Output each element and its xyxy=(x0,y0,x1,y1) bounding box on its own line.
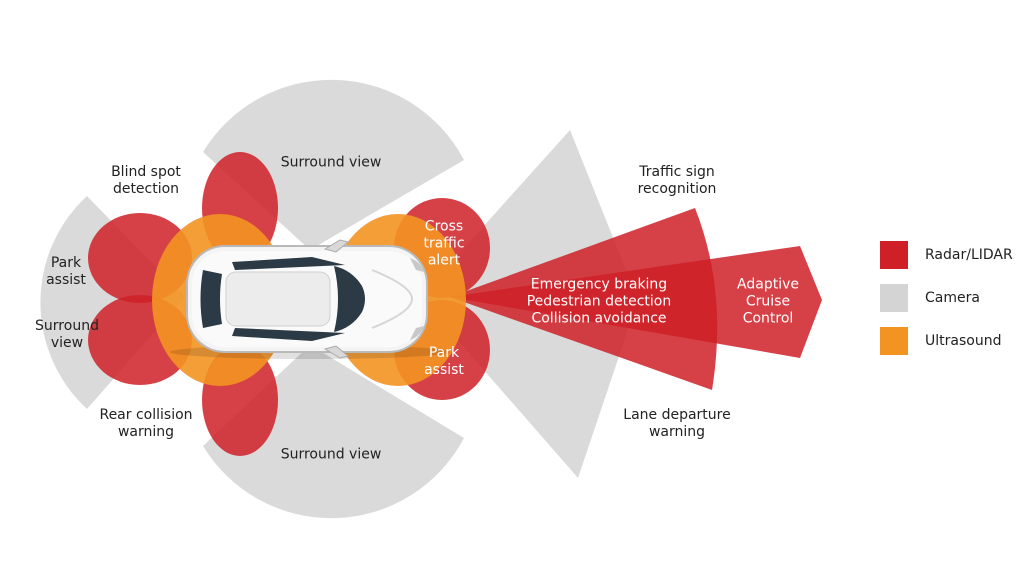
side-window-bottom xyxy=(232,328,345,341)
label-park-assist-left: Park assist xyxy=(46,255,86,288)
label-park-assist-right: Park assist xyxy=(424,345,464,378)
legend-label-radar: Radar/LIDAR xyxy=(925,247,1013,263)
legend-swatch-camera xyxy=(880,284,908,312)
side-window-top xyxy=(232,257,345,270)
radar-zone-adaptive-cruise xyxy=(450,246,822,358)
legend-swatch-radar xyxy=(880,241,908,269)
legend-item-radar: Radar/LIDAR xyxy=(880,241,1013,269)
rear-window xyxy=(200,270,222,328)
label-traffic-sign-recognition: Traffic sign recognition xyxy=(637,164,717,197)
car-top-view xyxy=(170,239,450,359)
headlight-top xyxy=(410,258,424,272)
mirror-bottom xyxy=(323,345,350,359)
legend-label-camera: Camera xyxy=(925,290,980,306)
legend-swatch-ultrasound xyxy=(880,327,908,355)
label-surround-view-top: Surround view xyxy=(280,154,382,171)
label-lane-departure-warning: Lane departure warning xyxy=(623,407,731,440)
label-blind-spot-detection: Blind spot detection xyxy=(111,164,181,197)
headlight-bottom xyxy=(410,326,424,340)
label-emergency-braking: Emergency braking Pedestrian detection C… xyxy=(526,276,672,327)
legend-item-ultrasound: Ultrasound xyxy=(880,327,1001,355)
label-surround-view-bottom: Surround view xyxy=(280,446,382,463)
legend-item-camera: Camera xyxy=(880,284,980,312)
roof xyxy=(225,271,331,327)
windshield xyxy=(334,266,365,332)
mirror-top xyxy=(323,239,350,253)
label-surround-view-left: Surround view xyxy=(35,318,99,351)
hood-line xyxy=(371,269,414,329)
label-rear-collision-warning: Rear collision warning xyxy=(99,407,193,440)
label-cross-traffic-alert: Cross traffic alert xyxy=(423,218,465,269)
legend-label-ultrasound: Ultrasound xyxy=(925,333,1002,349)
label-adaptive-cruise-control: Adaptive Cruise Control xyxy=(737,276,799,327)
